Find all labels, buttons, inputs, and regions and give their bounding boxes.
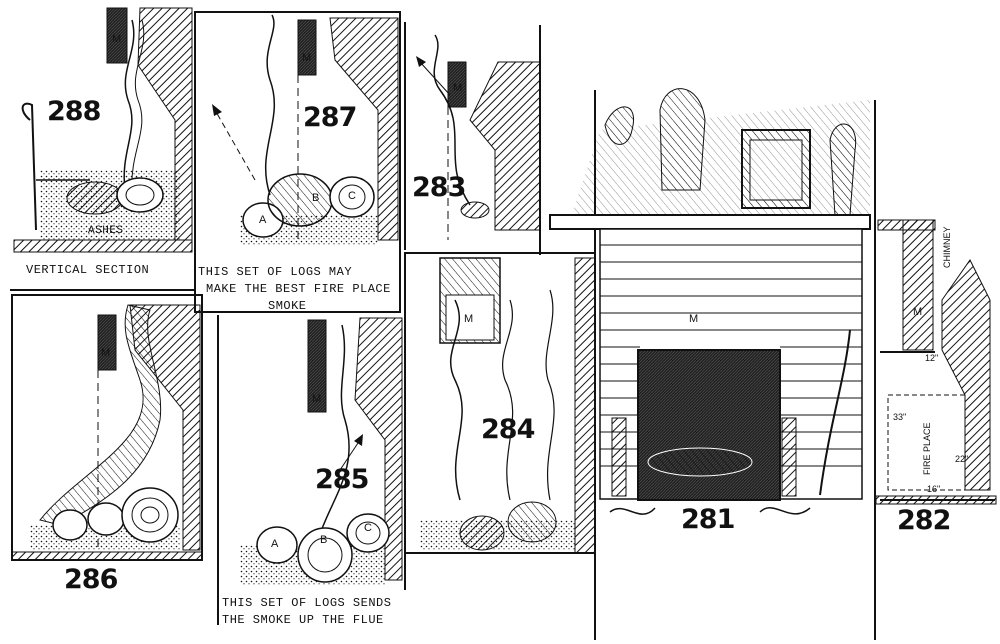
fig282-flue-wall bbox=[903, 220, 933, 350]
fig288-ashes-label: ASHES bbox=[88, 225, 124, 237]
fig288-caption: VERTICAL SECTION bbox=[26, 263, 149, 277]
fig281-andiron-right bbox=[782, 418, 796, 496]
fig287-letter-a: A bbox=[259, 214, 266, 226]
fig282-letter-m: M bbox=[913, 306, 922, 318]
fig288-log-right bbox=[117, 178, 163, 212]
figure-284 bbox=[405, 253, 595, 553]
fig281-mantel-shelf bbox=[550, 215, 870, 229]
figure-number-282: 282 bbox=[897, 505, 950, 536]
fig287-caption-line3: SMOKE bbox=[268, 299, 307, 313]
fig287-smoke bbox=[266, 15, 275, 195]
fig282-fireplace-label: FIRE PLACE bbox=[922, 422, 932, 475]
fig281-letter-m: M bbox=[689, 313, 698, 325]
figure-number-281: 281 bbox=[681, 504, 734, 535]
fig286-letter-m: M bbox=[101, 347, 110, 359]
fig284-letter-m: M bbox=[464, 313, 473, 325]
fig281-mantel-ornaments bbox=[570, 89, 870, 220]
fig284-log-left bbox=[460, 516, 504, 550]
figure-number-284: 284 bbox=[481, 414, 534, 445]
fig287-letter-b: B bbox=[312, 192, 319, 204]
fig282-dim-22: 22" bbox=[955, 454, 968, 464]
fig286-log-a bbox=[53, 510, 87, 540]
fig285-letter-c: C bbox=[364, 522, 372, 534]
fig287-caption-line2: MAKE THE BEST FIRE PLACE bbox=[206, 282, 391, 296]
fig287-caption-line1: THIS SET OF LOGS MAY bbox=[198, 265, 352, 279]
fig288-letter-m: M bbox=[112, 33, 121, 45]
figure-281 bbox=[550, 89, 875, 640]
fig285-letter-a: A bbox=[271, 538, 278, 550]
fig282-chimney-label: CHIMNEY bbox=[942, 226, 952, 268]
fig282-dim-33: 33" bbox=[893, 412, 906, 422]
fig288-hearth bbox=[14, 240, 192, 252]
fig286-log-c bbox=[122, 488, 178, 542]
fig281-firebox-opening bbox=[638, 350, 780, 500]
fig281-grate bbox=[648, 448, 752, 476]
fig287-letter-m: M bbox=[302, 52, 311, 64]
figure-286 bbox=[12, 295, 202, 560]
fig284-log-right bbox=[508, 502, 556, 542]
figure-number-288: 288 bbox=[47, 96, 100, 127]
fig281-fender bbox=[610, 508, 655, 514]
fig285-letter-m: M bbox=[312, 393, 321, 405]
fig282-dim-12: 12" bbox=[925, 353, 938, 363]
fig282-dim-16: 16" bbox=[927, 484, 940, 494]
fig287-log-b bbox=[268, 174, 332, 226]
figure-number-283: 283 bbox=[412, 172, 465, 203]
figure-288 bbox=[10, 8, 195, 290]
fig281-andiron-left bbox=[612, 418, 626, 496]
figure-number-286: 286 bbox=[64, 564, 117, 595]
fig285-caption-line2: THE SMOKE UP THE FLUE bbox=[222, 613, 384, 627]
fig287-letter-c: C bbox=[348, 190, 356, 202]
figure-number-285: 285 bbox=[315, 464, 368, 495]
fig285-letter-b: B bbox=[320, 534, 327, 546]
fig283-letter-m: M bbox=[453, 82, 462, 94]
fig288-andiron bbox=[23, 104, 36, 230]
fig283-log bbox=[461, 202, 489, 218]
figure-number-287: 287 bbox=[303, 102, 356, 133]
fig288-log-left bbox=[67, 182, 123, 214]
figure-285 bbox=[218, 315, 405, 625]
fig285-caption-line1: THIS SET OF LOGS SENDS bbox=[222, 596, 391, 610]
fig287-smoke-arrow bbox=[215, 110, 255, 180]
fig286-log-b bbox=[88, 503, 124, 535]
figure-283 bbox=[405, 22, 540, 255]
